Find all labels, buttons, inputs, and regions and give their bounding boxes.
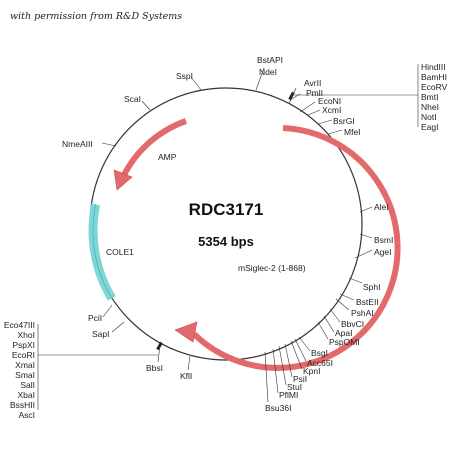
credit-text: with permission from R&D Systems (10, 11, 182, 22)
site-label: Bsu36I (265, 403, 291, 413)
site-label: Acc65I (307, 358, 333, 368)
site-label: KflI (180, 371, 192, 381)
site-label: SphI (363, 282, 381, 292)
mcs-right-item: BamHI (421, 72, 447, 82)
site-label: NmeAIII (62, 139, 93, 149)
mcs-left-item: XhoI (18, 330, 36, 340)
mcs-left-item: BssHII (10, 400, 35, 410)
site-label: BbvCI (341, 319, 364, 329)
mcs-left-item: EcoRI (12, 350, 35, 360)
insert-arrow-head (174, 321, 198, 343)
site-label: XcmI (322, 105, 341, 115)
site-label: BbsI (146, 363, 163, 373)
mcs-right-item: NheI (421, 102, 439, 112)
mcs-right-bracket (294, 64, 419, 127)
amp-arrow-body (121, 118, 188, 177)
site-label: ApaI (335, 328, 353, 338)
site-label: BsmI (374, 235, 393, 245)
mcs-left-item: XbaI (18, 390, 36, 400)
site-leaders (101, 67, 373, 403)
site-label: PshAI (351, 308, 374, 318)
plasmid-name: RDC3171 (189, 200, 264, 219)
mcs-left-mark (156, 341, 163, 351)
mcs-right-item: HindIII (421, 62, 446, 72)
site-label: PmlI (306, 88, 323, 98)
cole1-feature-outline (92, 204, 113, 299)
mcs-right-list: HindIII BamHI EcoRV BmtI NheI NotI EagI (421, 62, 448, 132)
site-label: ScaI (124, 94, 141, 104)
site-label: PciI (88, 313, 102, 323)
mcs-right-item: EagI (421, 122, 439, 132)
feature-label-insert: mSiglec-2 (1-868) (238, 263, 306, 273)
site-label: AvrII (304, 78, 321, 88)
feature-label-cole1: COLE1 (106, 247, 134, 257)
mcs-left-item: XmaI (15, 360, 35, 370)
mcs-left-item: AscI (18, 410, 35, 420)
insert-arrow-body (191, 125, 401, 371)
mcs-left-item: Eco47III (4, 320, 35, 330)
mcs-right-item: EcoRV (421, 82, 448, 92)
site-label: EcoNI (318, 96, 341, 106)
site-label: AgeI (374, 247, 392, 257)
site-label: AleI (374, 202, 389, 212)
mcs-left-bracket (37, 324, 158, 410)
site-label: PflMI (279, 390, 298, 400)
site-label: PspOMI (329, 337, 360, 347)
mcs-left-item: SalI (20, 380, 35, 390)
site-label: SapI (92, 329, 110, 339)
site-label: MfeI (344, 127, 361, 137)
amp-arrow-head (113, 169, 133, 191)
site-label: StuI (287, 382, 302, 392)
site-label: BstEII (356, 297, 379, 307)
site-label: BstAPI (257, 55, 283, 65)
site-label: BsrGI (333, 116, 355, 126)
site-label: NdeI (259, 67, 277, 77)
mcs-right-item: NotI (421, 112, 437, 122)
mcs-right-item: BmtI (421, 92, 438, 102)
mcs-left-item: SmaI (15, 370, 35, 380)
mcs-left-list: Eco47III XhoI PspXI EcoRI XmaI SmaI SalI… (4, 320, 35, 420)
plasmid-size: 5354 bps (198, 234, 254, 249)
mcs-left-item: PspXI (12, 340, 35, 350)
feature-label-amp: AMP (158, 152, 177, 162)
plasmid-backbone (89, 87, 363, 361)
site-label: KpnI (303, 366, 321, 376)
site-label: PsiI (293, 374, 307, 384)
site-label: SspI (176, 71, 193, 81)
site-label: BsgI (311, 348, 328, 358)
